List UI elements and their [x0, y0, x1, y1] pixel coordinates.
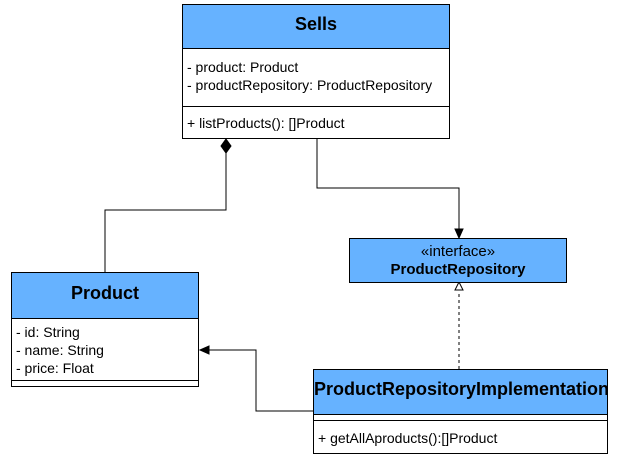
dependency-connector-sells-repository [316, 139, 460, 232]
attribute-row: - productRepository: ProductRepository [187, 77, 433, 93]
class-name: Product [70, 283, 139, 303]
dependency-connector-impl-product [208, 349, 314, 412]
class-name: ProductRepositoryImplementation [314, 379, 610, 399]
composition-connector-sells-product [104, 152, 227, 272]
class-product-repository-header: «interface» ProductRepository [350, 239, 566, 282]
class-sells[interactable]: Sells - product: Product - productReposi… [182, 4, 450, 139]
attributes-section: - id: String - name: String - price: Flo… [12, 319, 198, 381]
attribute-row: - price: Float [16, 360, 94, 376]
attribute-row: - product: Product [187, 59, 299, 75]
class-product[interactable]: Product - id: String - name: String - pr… [11, 272, 199, 387]
arrowhead-icon [454, 228, 464, 240]
class-impl-header: ProductRepositoryImplementation [314, 370, 610, 415]
class-product-repository[interactable]: «interface» ProductRepository [349, 238, 567, 283]
arrowhead-icon [198, 345, 210, 355]
attributes-section: - product: Product - productRepository: … [183, 49, 449, 107]
interface-stereotype: «interface» [420, 243, 496, 260]
attributes-section [314, 415, 607, 421]
methods-section [12, 381, 198, 386]
class-name: ProductRepository [390, 261, 526, 278]
class-product-header: Product [12, 273, 198, 319]
composition-diamond-icon [220, 138, 232, 154]
class-name: Sells [294, 14, 338, 34]
attribute-row: - name: String [16, 342, 104, 358]
method-row: + getAllAproducts():[]Product [318, 430, 498, 446]
method-row: + listProducts(): []Product [187, 115, 345, 131]
attribute-row: - id: String [16, 324, 80, 340]
methods-section: + listProducts(): []Product [183, 107, 449, 132]
hollow-triangle-icon [454, 280, 464, 291]
methods-section: + getAllAproducts():[]Product [314, 421, 607, 447]
class-sells-header: Sells [183, 5, 449, 49]
class-product-repository-implementation[interactable]: ProductRepositoryImplementation + getAll… [313, 369, 610, 454]
